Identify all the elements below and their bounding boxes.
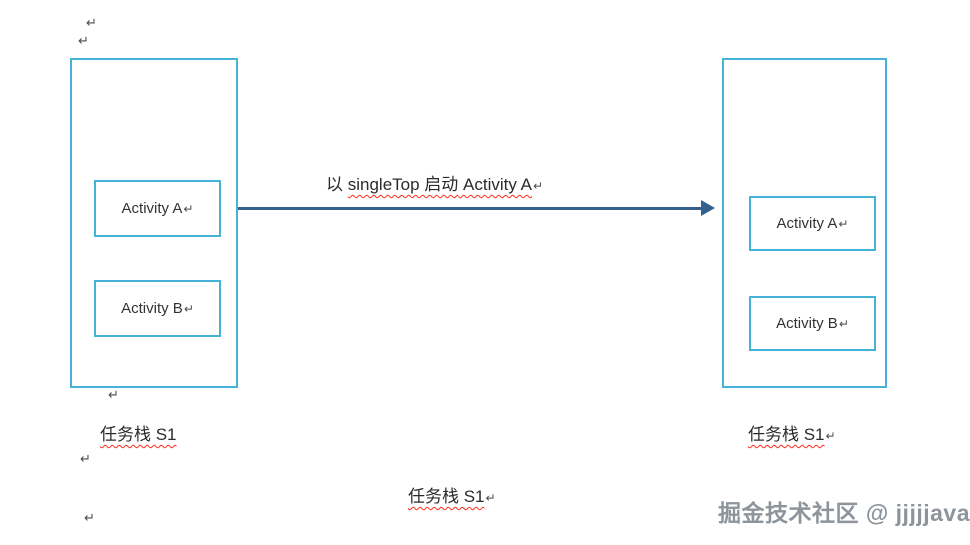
arrow-head-icon xyxy=(701,200,715,216)
left-stack-label-text: 任务栈 S1 xyxy=(100,425,177,444)
paragraph-mark: ↵ xyxy=(108,387,119,402)
watermark: 掘金技术社区 @ jjjjjava xyxy=(717,500,970,526)
paragraph-mark: ↵ xyxy=(825,429,836,443)
right-activity-b-box: Activity B↵ xyxy=(749,296,876,351)
right-activity-a-label: Activity A xyxy=(776,215,838,232)
arrow-label-suffix: Activity A xyxy=(458,175,532,194)
arrow-label-prefix: 以 xyxy=(326,175,348,194)
left-activity-b-box: Activity B↵ xyxy=(94,280,221,337)
right-activity-a-box: Activity A↵ xyxy=(749,196,876,251)
left-activity-a-box: Activity A↵ xyxy=(94,180,221,237)
right-stack-label-text: 任务栈 S1 xyxy=(748,425,825,444)
left-activity-b-label: Activity B xyxy=(121,300,183,317)
arrow-label-flagged-text: singleTop 启动 xyxy=(347,175,459,194)
paragraph-mark: ↵ xyxy=(183,201,194,216)
center-stack-label: 任务栈 S1↵ xyxy=(408,482,496,507)
right-task-stack: Activity A↵ Activity B↵ xyxy=(722,58,887,388)
paragraph-mark: ↵ xyxy=(86,15,97,30)
right-activity-b-label: Activity B xyxy=(776,315,838,332)
paragraph-mark: ↵ xyxy=(84,510,95,525)
arrow-line xyxy=(238,207,703,210)
left-task-stack: Activity A↵ Activity B↵ xyxy=(70,58,238,388)
paragraph-mark: ↵ xyxy=(838,316,849,331)
arrow-label: 以 singleTop 启动 Activity A↵ xyxy=(326,170,543,195)
paragraph-mark: ↵ xyxy=(78,33,89,48)
paragraph-mark: ↵ xyxy=(485,491,496,505)
left-activity-a-label: Activity A xyxy=(121,200,183,217)
center-stack-label-text: 任务栈 S1 xyxy=(408,487,485,506)
paragraph-mark: ↵ xyxy=(80,451,91,466)
right-stack-label: 任务栈 S1↵ xyxy=(748,420,836,445)
paragraph-mark: ↵ xyxy=(838,216,849,231)
paragraph-mark: ↵ xyxy=(183,301,194,316)
paragraph-mark: ↵ xyxy=(532,179,544,193)
left-stack-label: 任务栈 S1 xyxy=(100,420,177,445)
